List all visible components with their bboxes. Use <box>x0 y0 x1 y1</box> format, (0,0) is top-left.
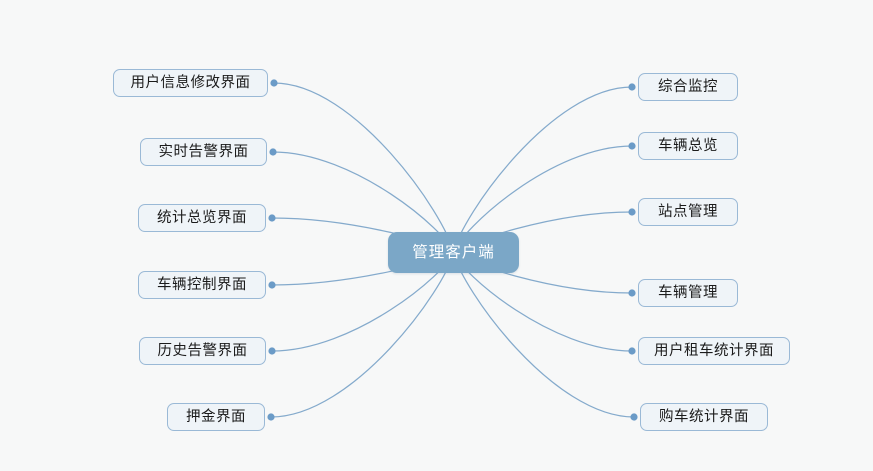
center-node[interactable]: 管理客户端 <box>388 232 519 273</box>
left-branch-node-0[interactable]: 用户信息修改界面 <box>113 69 268 97</box>
right-branch-node-2[interactable]: 站点管理 <box>638 198 738 226</box>
left-branch-node-3[interactable]: 车辆控制界面 <box>138 271 266 299</box>
left-edge-dot-4 <box>268 347 276 355</box>
left-branch-node-2[interactable]: 统计总览界面 <box>138 204 266 232</box>
left-edge-5 <box>270 251 455 418</box>
left-edge-dot-1 <box>269 148 277 156</box>
right-edge-dot-1 <box>628 142 636 150</box>
right-edge-dot-4 <box>628 347 636 355</box>
right-branch-node-0[interactable]: 综合监控 <box>638 73 738 101</box>
node-label: 站点管理 <box>658 203 718 220</box>
right-edge-dot-2 <box>628 208 636 216</box>
left-edge-0 <box>273 82 455 254</box>
node-label: 综合监控 <box>658 78 718 95</box>
node-label: 用户租车统计界面 <box>654 342 774 359</box>
node-label: 用户信息修改界面 <box>130 74 251 91</box>
right-branch-node-4[interactable]: 用户租车统计界面 <box>638 337 790 365</box>
node-label: 统计总览界面 <box>157 209 247 226</box>
right-edge-5 <box>452 251 635 418</box>
node-label: 押金界面 <box>186 408 246 425</box>
left-edge-dot-3 <box>268 281 276 289</box>
node-label: 购车统计界面 <box>659 408 749 425</box>
left-branch-node-4[interactable]: 历史告警界面 <box>139 337 266 365</box>
node-label: 车辆总览 <box>658 137 718 154</box>
node-label: 车辆管理 <box>658 284 718 301</box>
right-branch-node-3[interactable]: 车辆管理 <box>638 279 738 307</box>
left-edge-dot-0 <box>270 79 278 87</box>
node-label: 历史告警界面 <box>157 342 248 359</box>
right-edge-dot-3 <box>628 289 636 297</box>
node-label: 车辆控制界面 <box>157 276 247 293</box>
left-branch-node-5[interactable]: 押金界面 <box>167 403 265 431</box>
left-branch-node-1[interactable]: 实时告警界面 <box>140 138 267 166</box>
right-edge-0 <box>452 86 633 254</box>
right-edge-dot-5 <box>630 413 638 421</box>
left-edge-dot-5 <box>267 413 275 421</box>
right-branch-node-1[interactable]: 车辆总览 <box>638 132 738 160</box>
right-edge-dot-0 <box>628 83 636 91</box>
left-edge-dot-2 <box>268 214 276 222</box>
node-label: 实时告警界面 <box>158 143 249 160</box>
node-label: 管理客户端 <box>412 242 495 261</box>
right-branch-node-5[interactable]: 购车统计界面 <box>640 403 768 431</box>
